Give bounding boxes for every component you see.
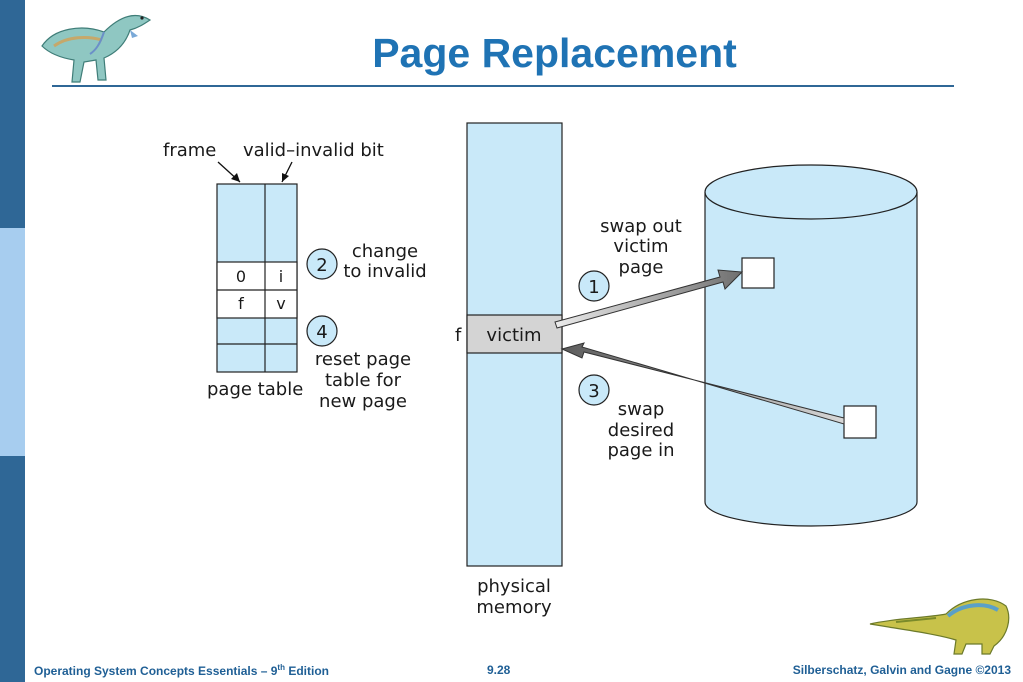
step-number-badge (578, 270, 610, 302)
page-title: Page Replacement (372, 30, 737, 76)
step-text-line: page (619, 257, 664, 278)
disk-swap-out-slot (741, 257, 775, 289)
disk-cylinder (704, 164, 918, 527)
physical-memory: victim f physical memory (455, 122, 563, 618)
page-table-cell-frame: 0 (236, 267, 246, 286)
swap-out-arrow-shape (554, 269, 744, 329)
victim-frame (466, 314, 563, 354)
step-number-badge (306, 248, 338, 280)
step-text-line: swap out (600, 216, 682, 237)
footer-book-title: Operating System Concepts Essentials – 9… (34, 663, 329, 678)
step-text-line: page in (607, 440, 674, 461)
disk-desired-page-slot (843, 405, 877, 439)
step-text-line: to invalid (343, 261, 426, 282)
disk-top (704, 164, 918, 220)
step-4: 4 reset page table for new page (306, 315, 411, 412)
valid-invalid-bit-label: valid–invalid bit (243, 140, 384, 161)
bit-pointer-arrowhead (282, 173, 289, 182)
title-divider (52, 85, 954, 87)
step-number-badge (306, 315, 338, 347)
swap-in-arrow (560, 342, 845, 425)
physical-memory-caption: physical (477, 576, 551, 597)
step-number: 3 (588, 381, 599, 402)
step-text-line: table for (325, 370, 402, 391)
physical-memory-caption: memory (476, 597, 552, 618)
step-text-line: new page (319, 391, 407, 412)
page-table: frame valid–invalid bit 0 i f v page tab… (163, 140, 384, 400)
page-table-caption: page table (207, 379, 303, 400)
step-text-line: change (352, 241, 418, 262)
step-text-line: swap (618, 399, 665, 420)
swap-in-arrow-shape (560, 342, 845, 425)
step-number: 1 (588, 277, 599, 298)
step-text-line: reset page (315, 349, 411, 370)
frame-column-label: frame (163, 140, 216, 161)
page-table-cell-bit: v (276, 294, 285, 313)
frame-pointer-arrowhead (231, 173, 240, 182)
footer-copyright: Silberschatz, Galvin and Gagne ©2013 (792, 663, 1011, 677)
swap-out-arrow (554, 269, 744, 329)
step-number: 2 (316, 255, 327, 276)
dinosaur-logo-icon (41, 15, 152, 83)
dinosaur-footer-icon (869, 598, 1010, 655)
left-sidebar-accent (0, 228, 25, 456)
frame-f-label: f (455, 325, 462, 346)
step-text-line: desired (608, 420, 674, 441)
disk-body (704, 192, 918, 527)
page-table-cell-frame: f (238, 294, 244, 313)
step-1: 1 swap out victim page (578, 216, 682, 302)
step-3: 3 swap desired page in (578, 374, 675, 461)
step-number-badge (578, 374, 610, 406)
footer-slide-number: 9.28 (487, 663, 511, 677)
step-2: 2 change to invalid (306, 241, 427, 282)
page-table-cell-bit: i (279, 267, 283, 286)
victim-label: victim (486, 325, 541, 346)
step-text-line: victim (613, 236, 668, 257)
step-number: 4 (316, 322, 327, 343)
